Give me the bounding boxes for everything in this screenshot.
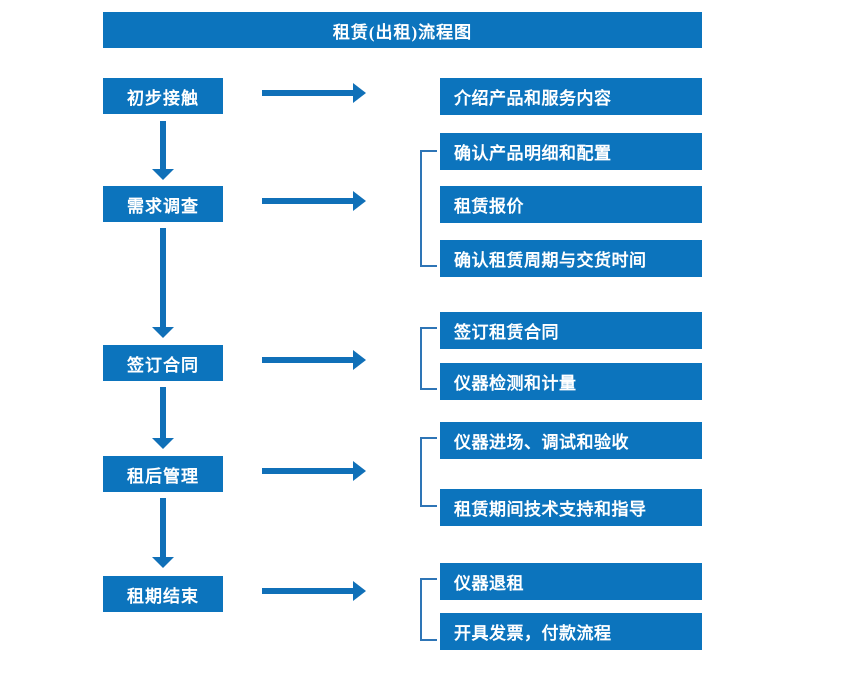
stage-box-lease-end[interactable]: 租期结束	[103, 576, 223, 612]
detail-box-4-1[interactable]: 仪器进场、调试和验收	[440, 422, 702, 459]
arrow-right-stage-2	[262, 191, 366, 211]
stage-box-post-rental-management[interactable]: 租后管理	[103, 456, 223, 492]
arrow-head	[152, 557, 174, 568]
detail-box-1-1[interactable]: 介绍产品和服务内容	[440, 78, 702, 115]
group-bracket-stage-2	[420, 150, 437, 267]
group-bracket-stage-5	[420, 578, 437, 641]
group-bracket-stage-4	[420, 437, 437, 507]
arrow-right-stage-4	[262, 461, 366, 481]
detail-box-2-3[interactable]: 确认租赁周期与交货时间	[440, 240, 702, 277]
arrow-head	[353, 461, 366, 481]
group-bracket-stage-3	[420, 327, 437, 390]
arrow-head	[353, 581, 366, 601]
arrow-right-stage-1	[262, 83, 366, 103]
arrow-down-4-to-5	[152, 498, 174, 568]
arrow-head	[152, 169, 174, 180]
arrow-head	[152, 438, 174, 449]
arrow-right-stage-3	[262, 350, 366, 370]
arrow-shaft	[262, 357, 354, 363]
arrow-down-2-to-3	[152, 228, 174, 338]
detail-box-5-2[interactable]: 开具发票，付款流程	[440, 613, 702, 650]
detail-box-2-1[interactable]: 确认产品明细和配置	[440, 133, 702, 170]
arrow-head	[353, 83, 366, 103]
detail-box-4-2[interactable]: 租赁期间技术支持和指导	[440, 489, 702, 526]
stage-box-initial-contact[interactable]: 初步接触	[103, 78, 223, 114]
arrow-shaft	[160, 228, 166, 327]
detail-box-2-2[interactable]: 租赁报价	[440, 186, 702, 223]
arrow-shaft	[160, 498, 166, 557]
detail-box-3-1[interactable]: 签订租赁合同	[440, 312, 702, 349]
arrow-down-1-to-2	[152, 121, 174, 180]
stage-box-sign-contract[interactable]: 签订合同	[103, 345, 223, 381]
stage-box-requirement-survey[interactable]: 需求调查	[103, 186, 223, 222]
arrow-right-stage-5	[262, 581, 366, 601]
arrow-shaft	[262, 468, 354, 474]
detail-box-5-1[interactable]: 仪器退租	[440, 563, 702, 600]
arrow-down-3-to-4	[152, 387, 174, 449]
arrow-shaft	[160, 387, 166, 438]
arrow-head	[353, 191, 366, 211]
arrow-head	[152, 327, 174, 338]
arrow-shaft	[262, 588, 354, 594]
arrow-shaft	[160, 121, 166, 169]
arrow-shaft	[262, 90, 354, 96]
diagram-title: 租赁(出租)流程图	[103, 12, 702, 48]
arrow-shaft	[262, 198, 354, 204]
arrow-head	[353, 350, 366, 370]
detail-box-3-2[interactable]: 仪器检测和计量	[440, 363, 702, 400]
